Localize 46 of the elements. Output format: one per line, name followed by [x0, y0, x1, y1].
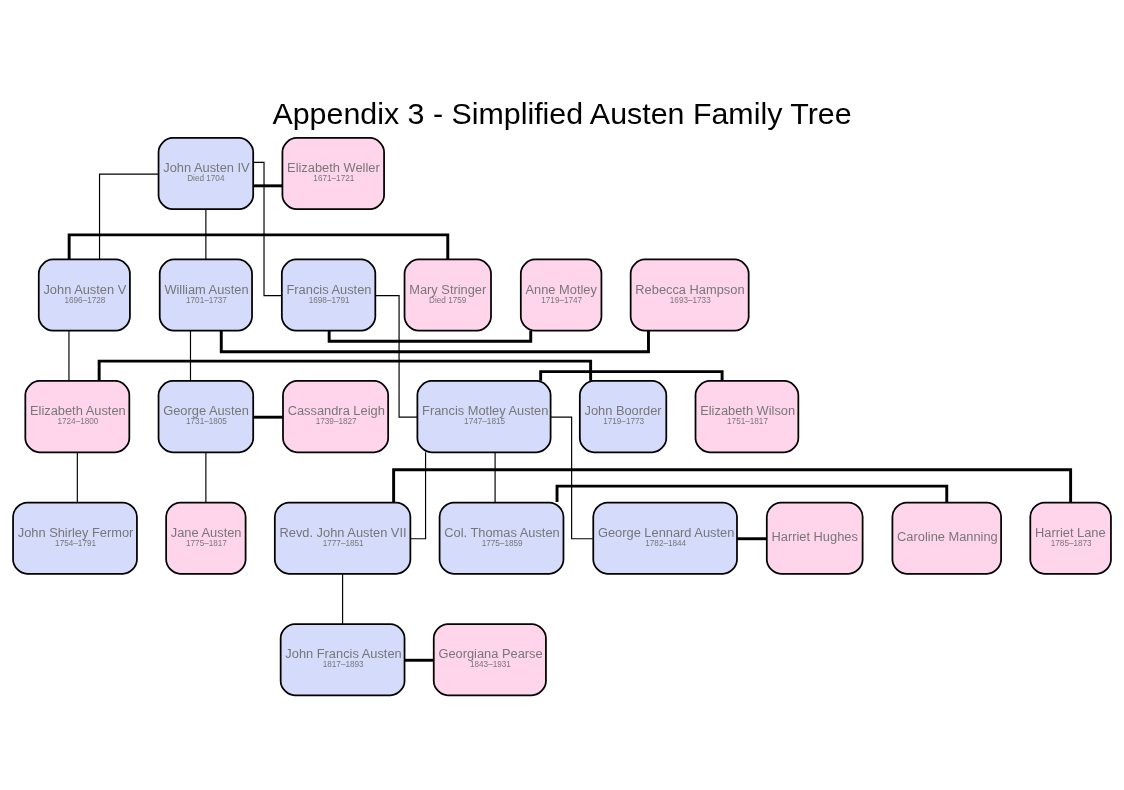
connector	[327, 331, 533, 343]
node-box: George Austen 1731–1805	[157, 380, 255, 454]
connector	[392, 468, 1073, 503]
diagram-title: Appendix 3 - Simplified Austen Family Tree	[272, 95, 852, 130]
node-box: John Shirley Fermor 1754–1791	[12, 501, 138, 575]
connector	[555, 484, 949, 503]
connector	[67, 233, 450, 260]
connector	[205, 208, 207, 260]
connector	[737, 537, 767, 541]
connector	[253, 184, 283, 188]
node-box: Georgiana Pearse 1843–1931	[432, 623, 547, 697]
node-box: John Francis Austen 1817–1893	[279, 623, 406, 697]
node-box: Jane Austen 1775–1817	[165, 501, 247, 575]
node-box: Caroline Manning	[891, 501, 1002, 575]
node-box: William Austen 1701–1737	[158, 258, 253, 332]
node-box: George Lennard Austen 1782–1844	[592, 501, 738, 575]
connector	[539, 370, 724, 381]
connector	[410, 451, 427, 540]
node-box: John Boorder 1719–1773	[578, 380, 668, 454]
connector	[404, 658, 434, 662]
node-box: Elizabeth Wilson 1751–1817	[694, 380, 800, 454]
node-box: Anne Motley 1719–1747	[519, 258, 603, 332]
node-box: Francis Motley Austen 1747–1815	[416, 380, 552, 454]
node-box: Francis Austen 1698–1791	[280, 258, 377, 332]
connector	[68, 330, 70, 382]
connector	[375, 295, 418, 418]
node-box: Cassandra Leigh 1739–1827	[282, 380, 390, 454]
node-box: Elizabeth Austen 1724–1800	[24, 380, 131, 454]
node-box: John Austen V 1696–1728	[37, 258, 131, 332]
node-box: Col. Thomas Austen 1775–1859	[438, 501, 565, 575]
connector	[205, 451, 207, 503]
connector	[253, 415, 283, 419]
connector	[76, 451, 78, 503]
connector	[189, 330, 192, 382]
node-box: John Austen IV Died 1704	[157, 137, 255, 211]
connector	[494, 451, 496, 503]
node-box: Elizabeth Weller 1671–1721	[281, 137, 385, 211]
node-box: Mary Stringer Died 1759	[403, 258, 492, 332]
connector	[252, 161, 283, 297]
node-box: Harriet Lane 1785–1873	[1029, 501, 1112, 575]
node-box: Rebecca Hampson 1693–1733	[629, 258, 750, 332]
connector	[550, 416, 594, 540]
node-box: Revd. John Austen VII 1777–1851	[273, 501, 412, 575]
connector	[342, 573, 344, 625]
connector	[98, 173, 159, 260]
node-box: Harriet Hughes	[765, 501, 864, 575]
